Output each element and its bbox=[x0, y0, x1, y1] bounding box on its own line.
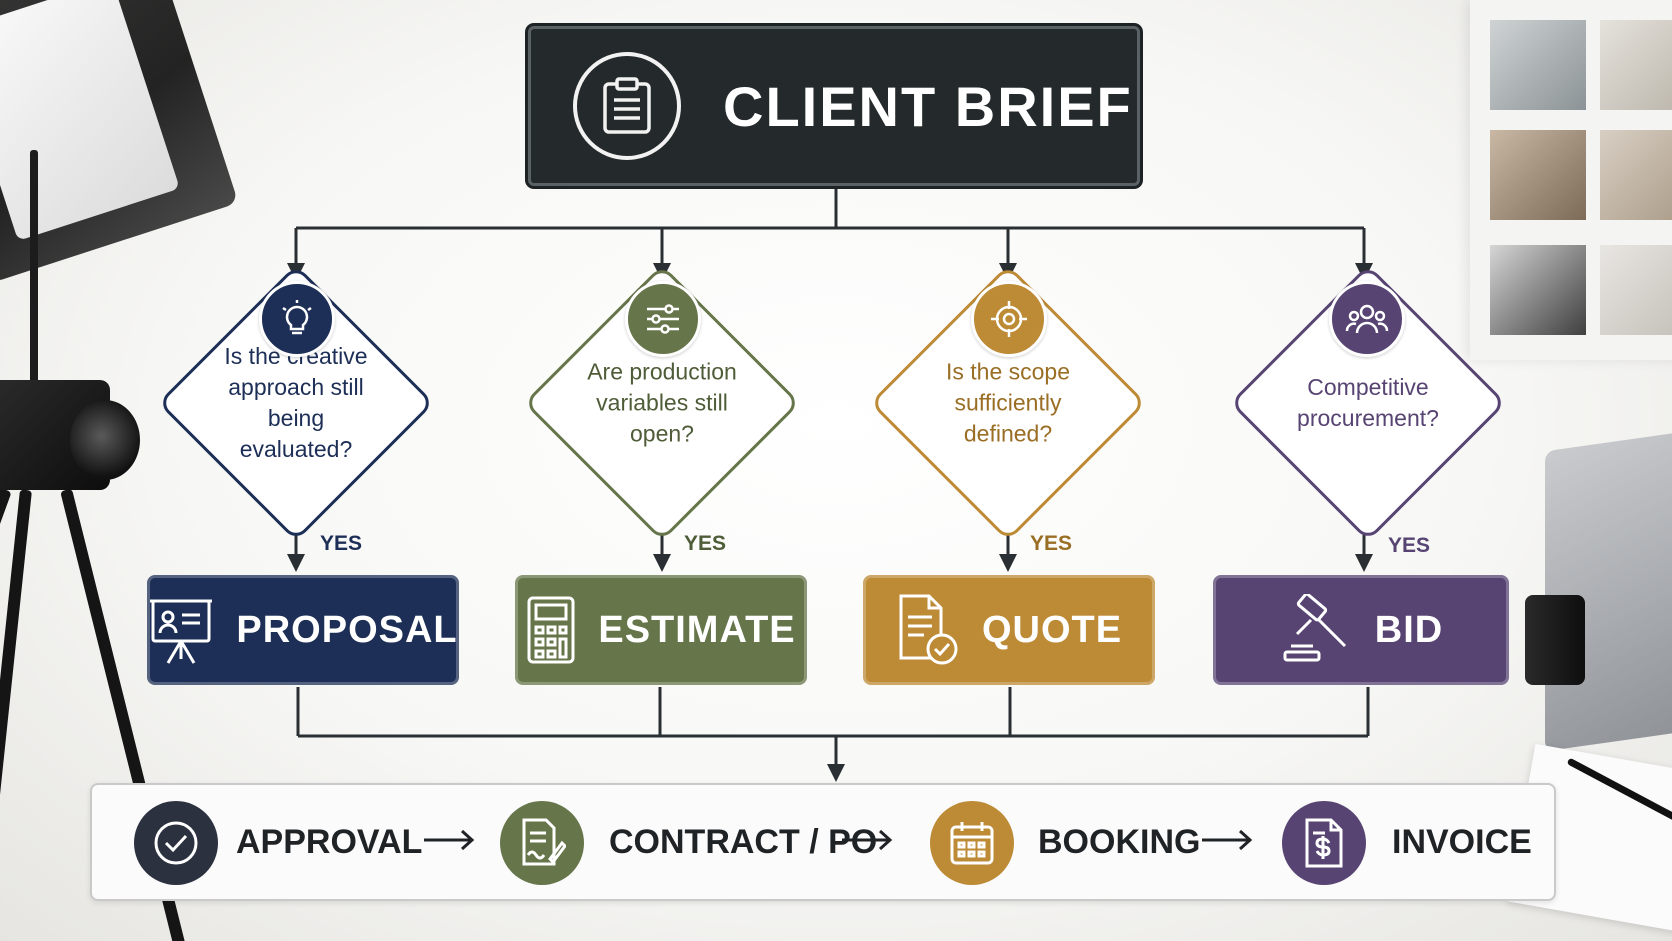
decision-diamond-production: Are production variables still open? bbox=[522, 264, 802, 542]
decision-diamond-scope: Is the scope sufficiently defined? bbox=[868, 264, 1148, 542]
lightbulb-icon bbox=[259, 281, 335, 357]
outcome-label: ESTIMATE bbox=[598, 608, 796, 651]
outcome-estimate: ESTIMATE bbox=[515, 575, 807, 685]
fulfillment-pipeline: APPROVAL CONTRACT / PO bbox=[90, 783, 1556, 901]
outcome-bid: BID bbox=[1213, 575, 1509, 685]
document-check-icon bbox=[896, 593, 960, 667]
yes-label: YES bbox=[320, 532, 363, 555]
clipboard-icon bbox=[573, 52, 681, 160]
client-brief-title: CLIENT BRIEF bbox=[723, 74, 1133, 138]
decision-diamond-creative: Is the creative approach still being eva… bbox=[156, 264, 436, 542]
sliders-icon bbox=[625, 281, 701, 357]
arrow-right-icon bbox=[842, 829, 893, 851]
arrow-right-icon bbox=[424, 829, 475, 851]
pipeline-step-invoice: INVOICE bbox=[1392, 823, 1532, 861]
mug bbox=[1525, 595, 1585, 685]
target-icon bbox=[971, 281, 1047, 357]
yes-label: YES bbox=[1388, 534, 1431, 557]
pipeline-step-booking: BOOKING bbox=[1038, 823, 1201, 861]
decision-diamond-procurement: Competitive procurement? bbox=[1228, 264, 1508, 542]
calendar-icon bbox=[930, 801, 1014, 885]
photo-moodboard bbox=[1470, 0, 1672, 360]
group-icon bbox=[1329, 281, 1405, 357]
outcome-quote: QUOTE bbox=[863, 575, 1155, 685]
presentation-board-icon bbox=[148, 593, 214, 667]
arrow-right-icon bbox=[1202, 829, 1253, 851]
pipeline-step-approval: APPROVAL bbox=[236, 823, 423, 861]
calculator-icon bbox=[526, 595, 576, 665]
outcome-label: BID bbox=[1374, 608, 1444, 651]
outcome-label: QUOTE bbox=[981, 608, 1123, 651]
client-brief-box: CLIENT BRIEF bbox=[528, 26, 1140, 186]
yes-label: YES bbox=[684, 532, 727, 555]
yes-label: YES bbox=[1030, 532, 1073, 555]
check-circle-icon bbox=[134, 801, 218, 885]
pipeline-step-contract: CONTRACT / PO bbox=[609, 823, 878, 861]
signed-document-icon bbox=[500, 801, 584, 885]
invoice-dollar-icon bbox=[1282, 801, 1366, 885]
gavel-icon bbox=[1279, 594, 1353, 666]
outcome-label: PROPOSAL bbox=[236, 608, 458, 651]
outcome-proposal: PROPOSAL bbox=[147, 575, 459, 685]
